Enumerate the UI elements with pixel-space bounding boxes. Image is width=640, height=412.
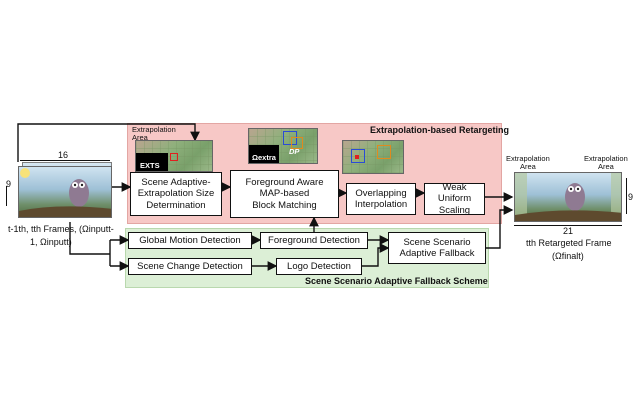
fallback-panel-title: Scene Scenario Adaptive Fallback Scheme xyxy=(305,276,488,286)
output-height-marker xyxy=(626,178,627,214)
target-block-marker xyxy=(283,131,297,145)
fallback-block: Scene Scenario Adaptive Fallback xyxy=(388,232,486,264)
size-determination-block: Scene Adaptive- Extrapolation Size Deter… xyxy=(130,172,222,216)
omega-black-region xyxy=(249,145,279,163)
interp-block-blue xyxy=(351,149,365,163)
output-frame xyxy=(514,172,622,222)
interpolation-inset xyxy=(342,140,404,174)
extrapolation-size-inset: EXTS xyxy=(135,140,213,172)
input-caption-line1: t-1th, tth Frames, (Ωinputt- xyxy=(8,224,114,234)
output-caption-line1: tth Retargeted Frame xyxy=(526,238,612,248)
scene-change-block: Scene Change Detection xyxy=(128,258,252,275)
dp-label: DP xyxy=(289,147,300,156)
interpolation-block: Overlapping Interpolation xyxy=(346,183,416,215)
input-frame xyxy=(18,166,112,218)
input-width-marker xyxy=(20,160,110,161)
bird-illustration-icon xyxy=(515,173,621,221)
ext-marker xyxy=(170,153,178,161)
input-height-label: 9 xyxy=(6,179,12,189)
ext-label: EXTS xyxy=(140,161,160,170)
output-extrapolation-right-label: Extrapolation Area xyxy=(584,154,628,172)
output-extrapolation-left-label: Extrapolation Area xyxy=(506,154,550,172)
interp-point xyxy=(355,155,359,159)
bird-illustration-icon xyxy=(19,168,111,217)
interp-block-orange xyxy=(377,145,391,159)
input-height-marker xyxy=(6,186,12,206)
output-width-marker xyxy=(514,225,622,226)
foreground-detection-block: Foreground Detection xyxy=(260,232,368,249)
matched-block-marker xyxy=(291,137,303,149)
input-caption-line2: 1, Ωinputt) xyxy=(30,237,72,247)
block-matching-inset: Ωextra DP xyxy=(248,128,318,164)
logo-detection-block: Logo Detection xyxy=(276,258,362,275)
global-motion-block: Global Motion Detection xyxy=(128,232,252,249)
ext-black-region xyxy=(136,153,168,171)
output-width-label: 21 xyxy=(563,226,574,236)
block-matching-block: Foreground Aware MAP-based Block Matchin… xyxy=(230,170,339,218)
omega-extra-label: Ωextra xyxy=(252,153,276,162)
scaling-block: Weak Uniform Scaling xyxy=(424,182,485,216)
retargeting-panel-title: Extrapolation-based Retargeting xyxy=(370,125,510,135)
output-height-label: 9 xyxy=(628,192,634,202)
output-caption-line2: (Ωfinalt) xyxy=(552,251,584,261)
inset-extrapolation-area-label: Extrapolation Area xyxy=(132,125,176,142)
feedback-line xyxy=(17,123,200,162)
input-width-label: 16 xyxy=(58,150,69,160)
